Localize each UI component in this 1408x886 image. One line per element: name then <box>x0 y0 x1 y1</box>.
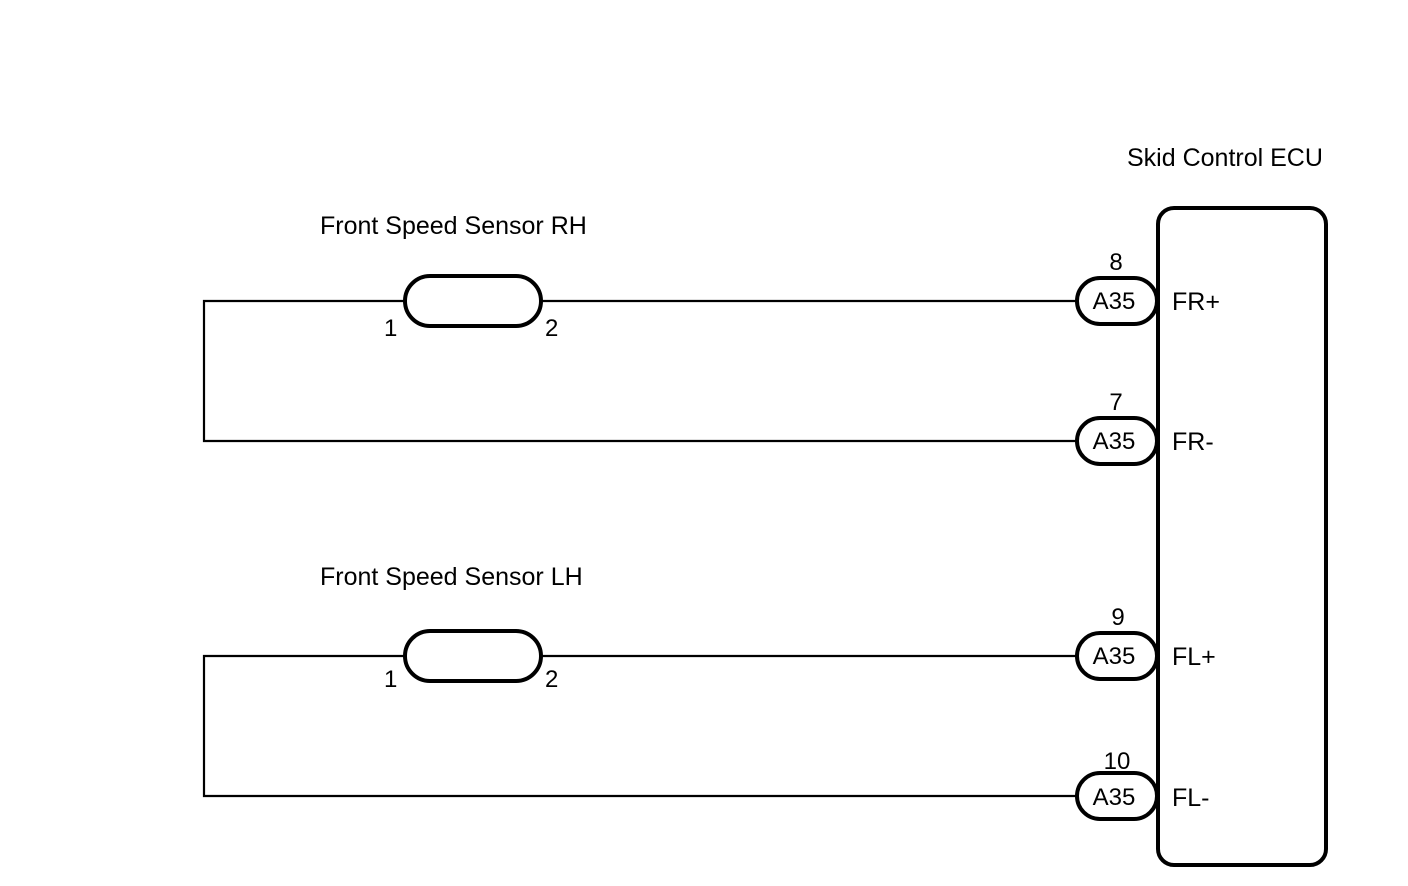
terminal-signal: FR- <box>1172 428 1214 456</box>
connector-label: A35 <box>1093 288 1136 315</box>
terminal-signal: FL- <box>1172 784 1210 812</box>
sensor-rh-title: Front Speed Sensor RH <box>320 212 587 240</box>
terminal-pin-number: 9 <box>1111 604 1124 631</box>
terminal-signal: FL+ <box>1172 643 1216 671</box>
sensor-lh: Front Speed Sensor LH 1 2 <box>202 563 1077 798</box>
terminal-fl-minus: 10 A35 FL- <box>1075 748 1210 821</box>
connector-badge <box>1075 771 1159 821</box>
terminal-signal: FR+ <box>1172 288 1220 316</box>
connector-label: A35 <box>1093 784 1136 811</box>
sensor-lh-title: Front Speed Sensor LH <box>320 563 583 591</box>
connector-badge <box>1075 276 1159 326</box>
wire-fr-minus <box>202 299 1077 443</box>
connector-label: A35 <box>1093 643 1136 670</box>
connector-label: A35 <box>1093 428 1136 455</box>
sensor-lh-pin-2: 2 <box>545 666 558 693</box>
sensor-rh-body <box>403 274 543 328</box>
wire-fl-minus <box>202 654 1077 798</box>
ecu-box <box>1156 206 1328 867</box>
sensor-rh-pin-2: 2 <box>545 315 558 342</box>
terminal-pin-number: 8 <box>1109 249 1122 276</box>
terminal-fl-plus: 9 A35 FL+ <box>1075 604 1216 681</box>
sensor-rh: Front Speed Sensor RH 1 2 <box>202 212 1077 443</box>
terminal-pin-number: 10 <box>1104 748 1131 775</box>
terminal-pin-number: 7 <box>1109 389 1122 416</box>
connector-badge <box>1075 631 1159 681</box>
connector-badge <box>1075 416 1159 466</box>
sensor-rh-pin-1: 1 <box>384 315 397 342</box>
sensor-lh-body <box>403 629 543 683</box>
terminal-fr-plus: 8 A35 FR+ <box>1075 249 1220 326</box>
terminal-fr-minus: 7 A35 FR- <box>1075 389 1214 466</box>
ecu-title: Skid Control ECU <box>1127 144 1323 172</box>
sensor-lh-pin-1: 1 <box>384 666 397 693</box>
